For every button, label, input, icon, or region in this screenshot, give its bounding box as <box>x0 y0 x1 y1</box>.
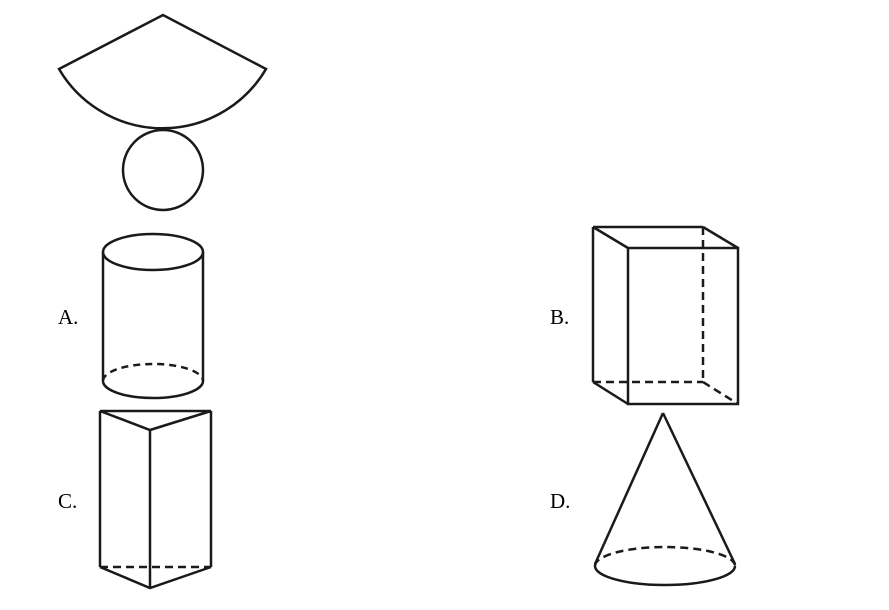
net-figure <box>57 13 268 212</box>
prism-figure <box>98 409 213 590</box>
cone-figure <box>593 412 737 587</box>
option-a-label: A. <box>58 305 79 329</box>
option-d-label: D. <box>550 489 571 513</box>
net-circle <box>121 128 205 212</box>
net-sector <box>57 13 268 130</box>
cylinder-figure <box>101 232 205 400</box>
option-c-label: C. <box>58 489 78 513</box>
cuboid-figure <box>591 225 740 406</box>
option-b-label: B. <box>550 305 570 329</box>
